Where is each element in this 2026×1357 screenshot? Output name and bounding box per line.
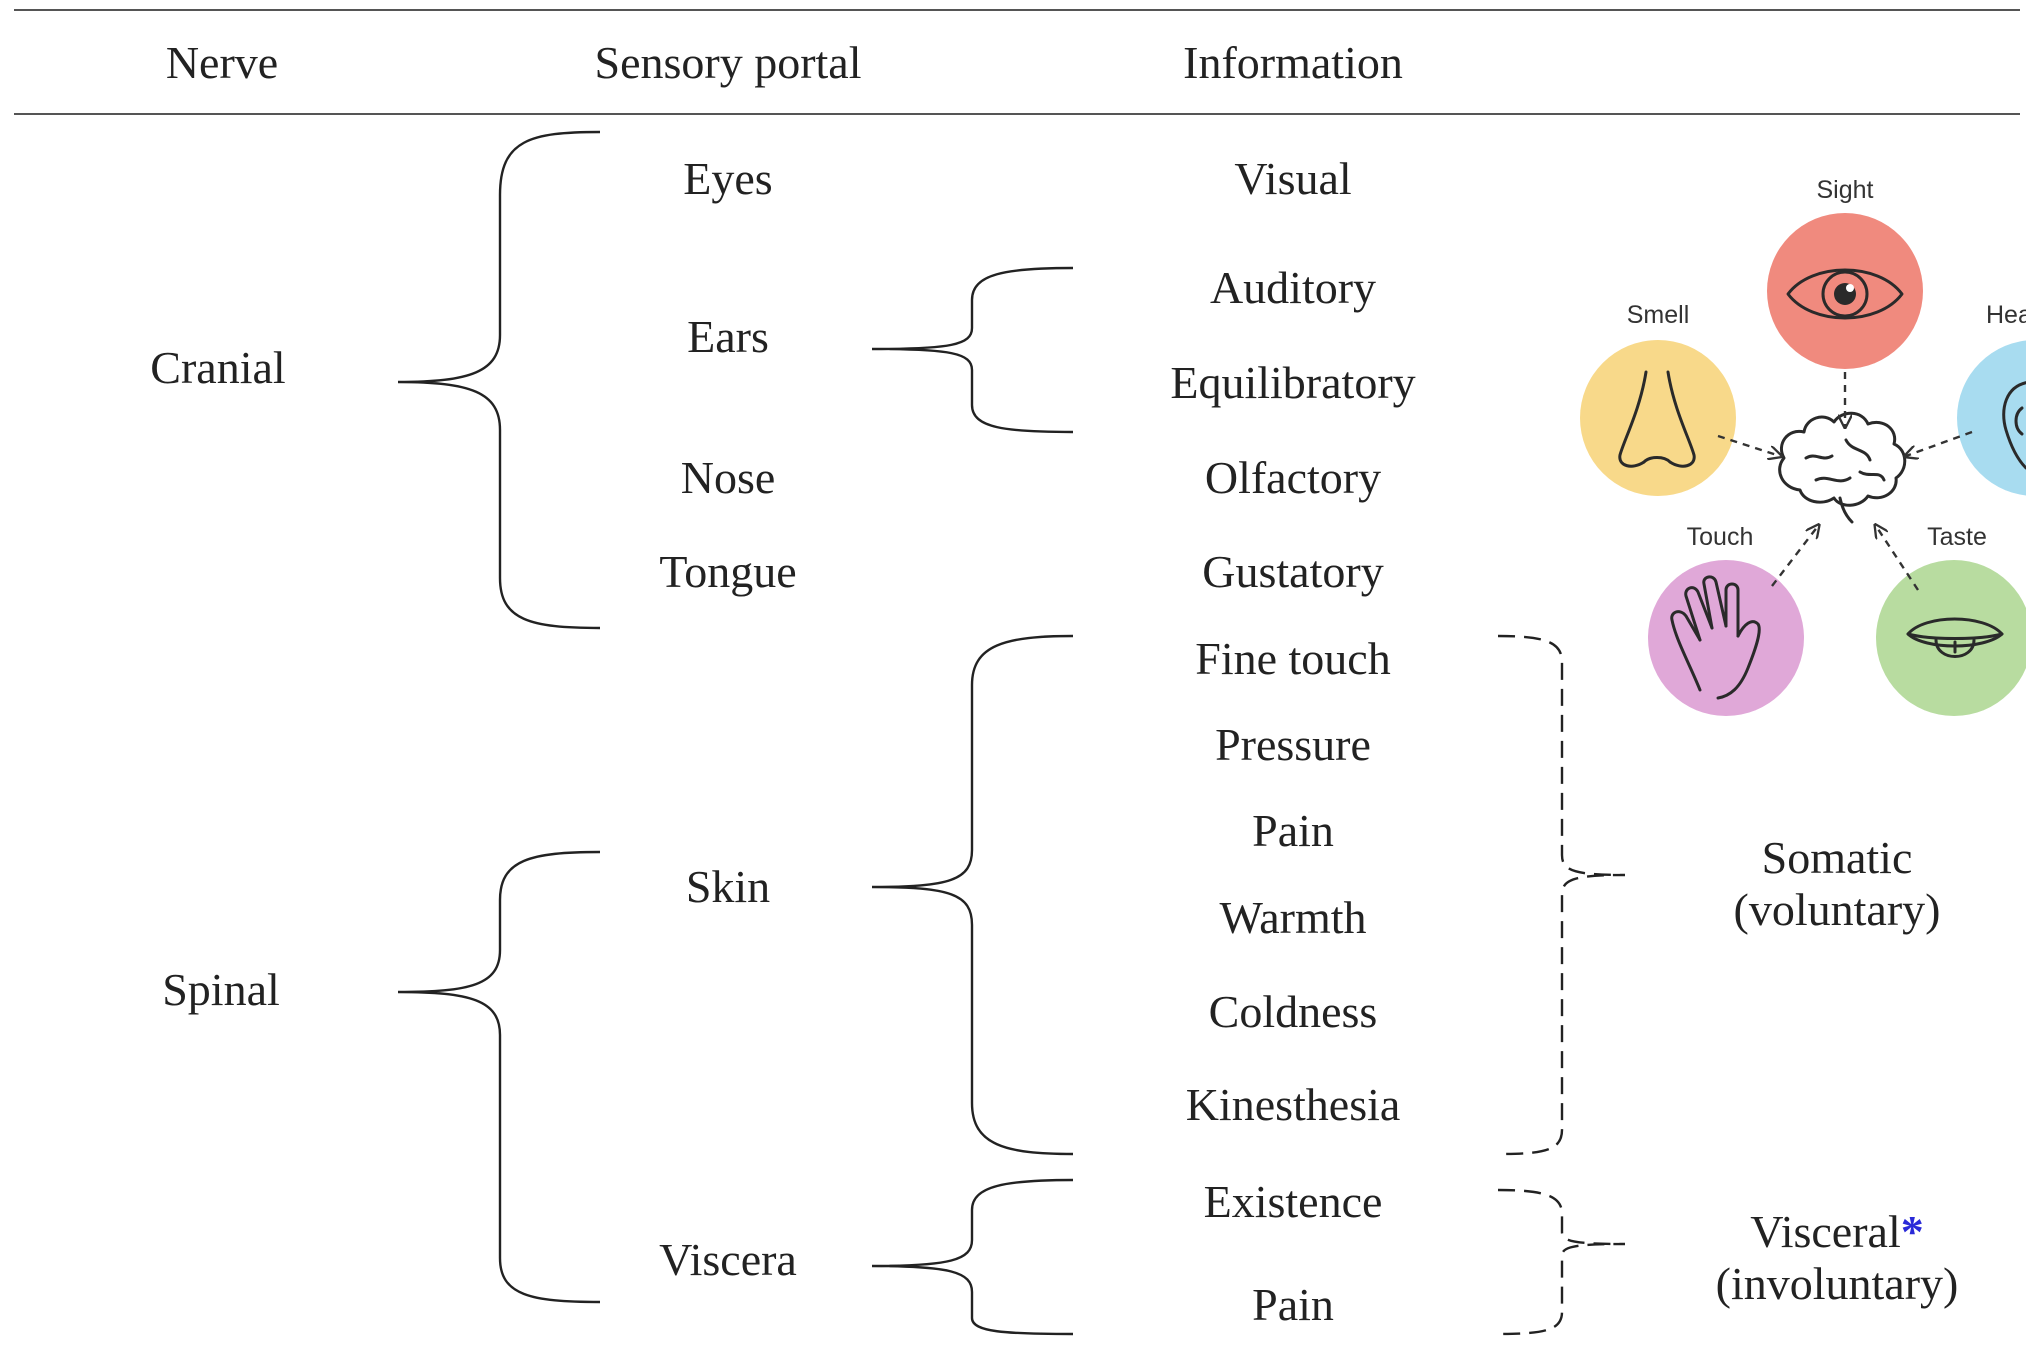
- label-smell: Smell: [1627, 301, 1690, 329]
- info-pressure: Pressure: [1215, 719, 1371, 770]
- arrow-smell: [1717, 434, 1780, 456]
- portal-eyes: Eyes: [683, 153, 772, 204]
- category-visceral-sub: (involuntary): [1716, 1258, 1959, 1309]
- label-hearing: Hea: [1986, 301, 2026, 329]
- visceral-asterisk: *: [1901, 1206, 1924, 1257]
- touch-circle: [1648, 560, 1804, 716]
- info-fine-touch: Fine touch: [1195, 633, 1390, 684]
- nerve-spinal: Spinal: [162, 964, 280, 1015]
- label-touch: Touch: [1687, 523, 1754, 551]
- info-gustatory: Gustatory: [1202, 546, 1383, 597]
- smell-circle: [1580, 340, 1736, 496]
- info-coldness: Coldness: [1209, 986, 1378, 1037]
- category-visceral-word: Visceral: [1750, 1206, 1901, 1257]
- portal-nose: Nose: [681, 452, 776, 503]
- info-kinesthesia: Kinesthesia: [1186, 1079, 1401, 1130]
- brain-icon: [1778, 411, 1907, 524]
- mouth-icon: [1906, 617, 2004, 658]
- nose-icon: [1618, 370, 1696, 468]
- info-equilibratory: Equilibratory: [1170, 357, 1415, 408]
- info-visual: Visual: [1234, 153, 1351, 204]
- category-somatic: Somatic: [1762, 832, 1913, 883]
- info-olfactory: Olfactory: [1205, 452, 1381, 503]
- info-pain-viscera: Pain: [1252, 1279, 1334, 1330]
- eye-icon: [1786, 268, 1904, 320]
- header-sensory-portal: Sensory portal: [594, 37, 861, 88]
- ear-icon: [2002, 381, 2026, 470]
- dashed-brace-visceral: [1497, 1188, 1626, 1336]
- info-auditory: Auditory: [1210, 262, 1376, 313]
- portal-ears: Ears: [687, 311, 769, 362]
- category-somatic-sub: (voluntary): [1734, 884, 1941, 935]
- header-information: Information: [1183, 37, 1403, 88]
- label-taste: Taste: [1927, 523, 1987, 551]
- arrow-hearing: [1906, 430, 1973, 456]
- brace-skin: [871, 634, 1074, 1156]
- portal-skin: Skin: [686, 861, 770, 912]
- portal-tongue: Tongue: [659, 546, 796, 597]
- dashed-brace-somatic: [1497, 634, 1626, 1156]
- label-sight: Sight: [1817, 176, 1874, 204]
- brace-ears: [871, 266, 1074, 434]
- portal-viscera: Viscera: [659, 1234, 797, 1285]
- info-pain-skin: Pain: [1252, 805, 1334, 856]
- info-existence: Existence: [1204, 1176, 1383, 1227]
- nerve-cranial: Cranial: [150, 342, 285, 393]
- hearing-circle: [1957, 340, 2026, 496]
- brace-cranial: [397, 130, 601, 630]
- brace-viscera: [871, 1178, 1074, 1336]
- hand-icon: [1670, 575, 1761, 700]
- header-nerve: Nerve: [166, 37, 278, 88]
- senses-illustration: Sight Smell Hea Touch Taste: [1580, 176, 2026, 716]
- brace-spinal: [397, 850, 601, 1304]
- arrow-touch: [1771, 526, 1818, 587]
- info-warmth: Warmth: [1219, 892, 1366, 943]
- category-visceral: Visceral*: [1750, 1206, 1924, 1257]
